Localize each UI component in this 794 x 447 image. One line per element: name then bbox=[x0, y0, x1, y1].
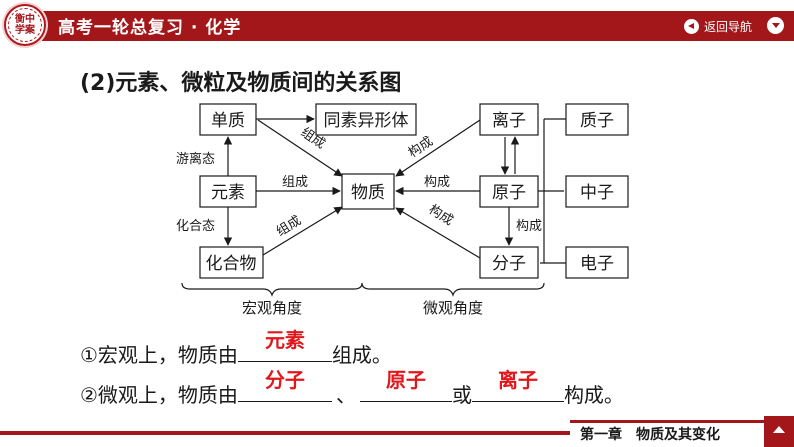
edge-lizi-wuzhi bbox=[395, 119, 481, 177]
edge-huahewu-wuzhi bbox=[262, 206, 343, 256]
question-1-answer: 元素 bbox=[264, 328, 305, 352]
node-zhongzi: 中子 bbox=[565, 175, 629, 208]
node-tongsuyixingti: 同素异形体 bbox=[315, 103, 417, 136]
node-fenzi-label: 分子 bbox=[492, 254, 526, 274]
course-title: 高考一轮总复习 · 化学 bbox=[58, 18, 242, 38]
brace-macro bbox=[181, 282, 363, 297]
edge-label-zucheng-2: 组成 bbox=[282, 175, 308, 190]
header-band bbox=[42, 11, 794, 41]
edge-label-goucheng-4: 构成 bbox=[516, 219, 542, 234]
node-lizi-label: 离子 bbox=[492, 111, 526, 131]
question-1-prefix: ①宏观上，物质由 bbox=[80, 343, 238, 367]
logo-text: 衡中学案 bbox=[8, 8, 42, 42]
back-arrow-icon bbox=[684, 19, 699, 34]
section-heading: (2)元素、微粒及物质间的关系图 bbox=[80, 71, 402, 96]
node-lizi: 离子 bbox=[479, 103, 539, 136]
node-yuansu: 元素 bbox=[199, 175, 257, 208]
question-2-blank-3[interactable]: 离子 bbox=[471, 368, 564, 402]
footer-tab bbox=[570, 420, 794, 447]
edge-label-youlitai: 游离态 bbox=[176, 151, 215, 167]
node-fenzi: 分子 bbox=[479, 246, 539, 279]
footer-band bbox=[0, 431, 794, 435]
edge-label-zucheng-3: 组成 bbox=[274, 213, 304, 240]
edge-label-huahetai: 化合态 bbox=[176, 219, 215, 234]
node-zhizi-label: 质子 bbox=[580, 111, 614, 131]
back-navigation-label: 返回导航 bbox=[704, 20, 753, 34]
question-2: ②微观上，物质由 分子、 原子或 离子构成。 bbox=[80, 368, 624, 408]
node-danzhi-label: 单质 bbox=[211, 111, 245, 131]
edge-danzhi-wuzhi bbox=[257, 119, 343, 177]
brace-micro bbox=[361, 282, 545, 297]
node-zhizi: 质子 bbox=[565, 103, 629, 136]
node-huahewu-label: 化合物 bbox=[206, 254, 257, 274]
node-huahewu: 化合物 bbox=[199, 246, 264, 279]
axis-label-macro: 宏观角度 bbox=[242, 299, 302, 317]
chapter-label: 第一章 物质及其变化 bbox=[580, 427, 720, 443]
node-danzhi: 单质 bbox=[199, 103, 257, 136]
question-2-blank-2[interactable]: 原子 bbox=[359, 368, 452, 402]
node-yuansu-label: 元素 bbox=[211, 183, 245, 203]
question-2-separator-2: 或 bbox=[451, 383, 472, 407]
question-2-answer-2: 原子 bbox=[385, 368, 426, 392]
chevron-up-icon[interactable] bbox=[764, 416, 794, 447]
axis-label-micro: 微观角度 bbox=[423, 299, 483, 317]
question-2-blank-1[interactable]: 分子 bbox=[237, 368, 332, 402]
footer-bar bbox=[0, 420, 794, 447]
question-1-blank[interactable]: 元素 bbox=[237, 328, 332, 362]
question-2-separator-1: 、 bbox=[335, 383, 356, 407]
question-1: ①宏观上，物质由 元素组成。 bbox=[80, 328, 392, 368]
edge-label-goucheng-1: 构成 bbox=[406, 134, 436, 161]
node-zhongzi-label: 中子 bbox=[580, 183, 614, 203]
node-wuzhi: 物质 bbox=[341, 173, 395, 210]
node-wuzhi-label: 物质 bbox=[351, 183, 385, 203]
node-yuanzi: 原子 bbox=[479, 175, 539, 208]
question-2-suffix: 构成。 bbox=[563, 383, 624, 407]
edge-label-goucheng-2: 构成 bbox=[424, 175, 450, 190]
edge-label-goucheng-3: 构成 bbox=[426, 202, 456, 229]
question-2-answer-1: 分子 bbox=[264, 368, 305, 392]
question-1-suffix: 组成。 bbox=[331, 343, 392, 367]
edge-fenzi-wuzhi bbox=[395, 207, 481, 259]
question-2-answer-3: 离子 bbox=[497, 368, 538, 392]
node-dianzi-label: 电子 bbox=[580, 254, 614, 274]
node-dianzi: 电子 bbox=[565, 246, 629, 279]
logo: 衡中学案 bbox=[4, 4, 46, 46]
question-2-prefix: ②微观上，物质由 bbox=[80, 383, 238, 407]
header-bar: 衡中学案 高考一轮总复习 · 化学 返回导航 bbox=[0, 0, 794, 50]
node-tongsuyixingti-label: 同素异形体 bbox=[324, 111, 409, 131]
node-yuanzi-label: 原子 bbox=[492, 183, 526, 203]
chevron-down-icon[interactable] bbox=[767, 17, 784, 34]
back-navigation-button[interactable]: 返回导航 bbox=[684, 17, 764, 36]
